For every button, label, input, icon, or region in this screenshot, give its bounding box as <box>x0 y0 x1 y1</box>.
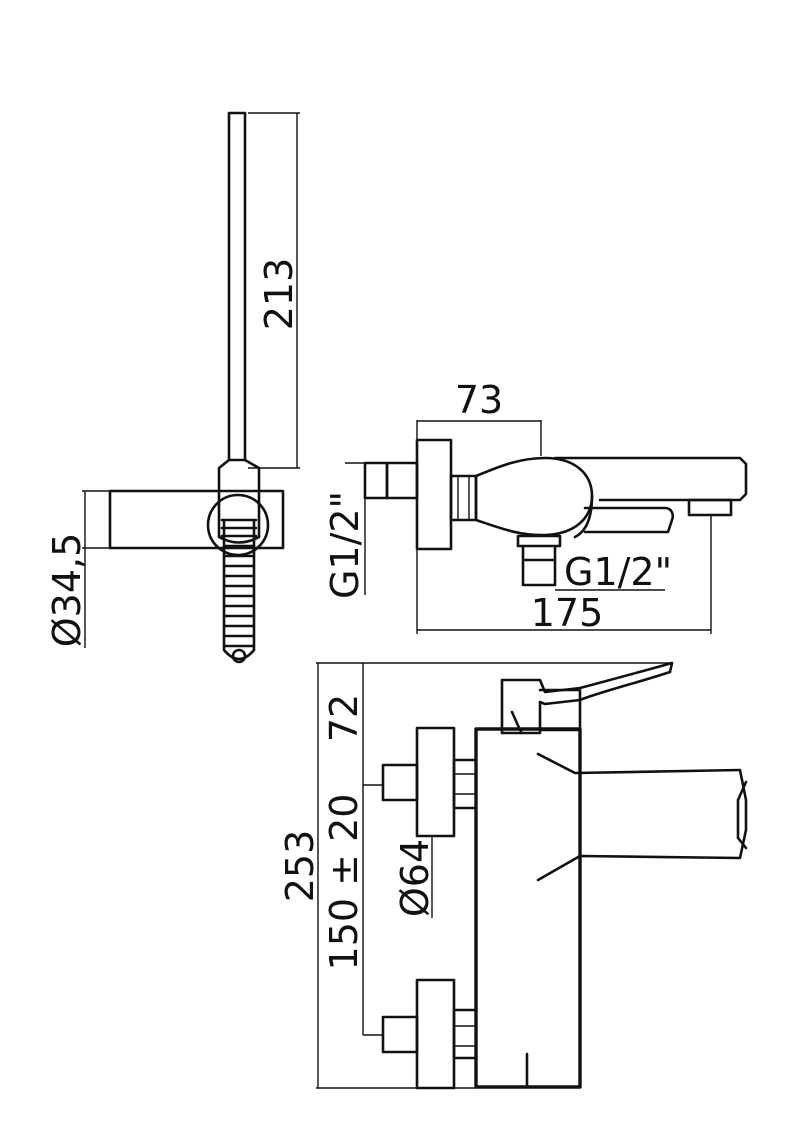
wall-holder <box>108 489 285 550</box>
shower-hose <box>220 518 258 661</box>
inlet-stub <box>363 461 389 500</box>
dim-line-72 <box>316 662 672 786</box>
handle-body-top <box>474 456 594 537</box>
lower-flange <box>415 978 456 1090</box>
dim-label-holder-diameter: Ø34,5 <box>45 533 89 648</box>
dim-label-73: 73 <box>455 378 503 422</box>
dim-line-holder <box>82 490 110 648</box>
spout-front <box>536 752 748 882</box>
hand-shower-view: 213 Ø34,5 <box>45 111 301 664</box>
upper-flange <box>415 726 456 838</box>
mixer-front-view: 72 150 ± 20 253 Ø64 <box>278 661 748 1090</box>
dim-label-72: 72 <box>322 694 366 742</box>
hose-end <box>231 648 247 664</box>
inlet-pipe <box>385 461 419 500</box>
dim-line-213 <box>248 112 300 469</box>
dim-label-inlet-thread: G1/2" <box>323 491 367 599</box>
dim-line-253 <box>316 663 476 1089</box>
outlet-fitting <box>516 534 562 587</box>
mixer-body <box>474 727 582 1089</box>
hex-nut-top <box>449 474 478 522</box>
spout-top <box>553 456 748 539</box>
dim-line-inlet-thread <box>345 462 366 595</box>
dim-label-150: 150 ± 20 <box>322 794 366 971</box>
spout-lower-plate <box>583 506 675 534</box>
dim-label-213: 213 <box>257 258 301 331</box>
lower-inlet-stub <box>381 1015 419 1054</box>
hand-shower-body <box>227 111 247 462</box>
holder-cone <box>217 495 261 544</box>
dim-label-253: 253 <box>278 830 322 903</box>
lever-stem <box>538 688 582 732</box>
upper-inlet-stub <box>381 763 419 802</box>
dim-label-175: 175 <box>531 591 604 635</box>
lever-handle <box>500 661 674 735</box>
lower-nut <box>452 1008 478 1060</box>
upper-nut <box>452 758 478 810</box>
dim-line-175 <box>416 515 712 634</box>
dim-label-flange-diameter: Ø64 <box>393 839 437 917</box>
wall-flange-top <box>415 438 453 551</box>
dim-line-150 <box>362 785 383 1036</box>
spout-nozzle <box>687 498 733 517</box>
mixer-top-view: 73 G1/2" G1/2" 175 <box>323 378 748 635</box>
dim-line-73 <box>416 420 542 456</box>
dim-label-outlet-thread: G1/2" <box>564 550 672 594</box>
